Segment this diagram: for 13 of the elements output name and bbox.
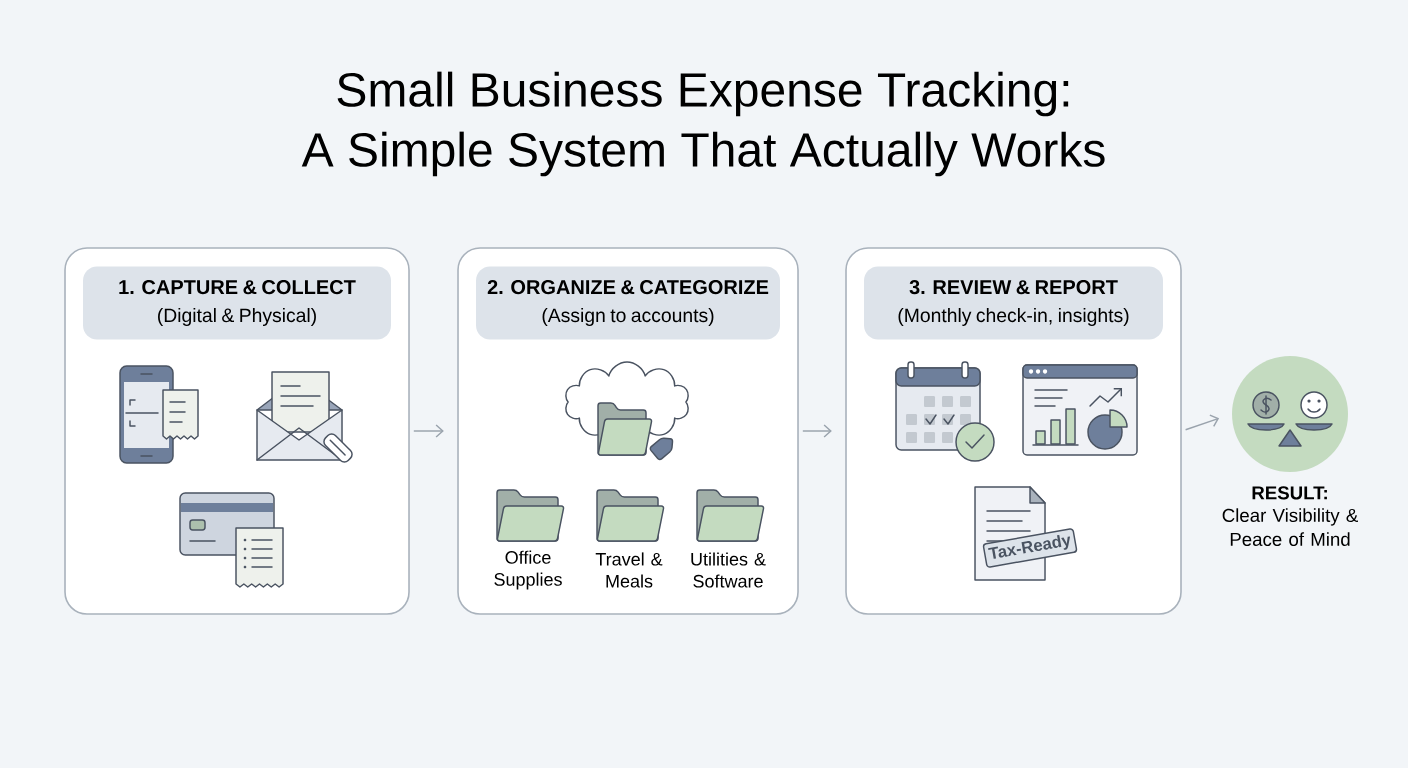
result-heading: RESULT: bbox=[1252, 486, 1327, 500]
arrow bbox=[1184, 414, 1220, 431]
arrow bbox=[413, 424, 444, 438]
step-header: 3. REVIEW & REPORT (Monthly check-in, insights) bbox=[864, 266, 1163, 340]
folder-label: Utilities & Software bbox=[691, 552, 766, 588]
step-header: 2. ORGANIZE & CATEGORIZE (Assign to accounts) bbox=[476, 266, 780, 340]
stamp-label: Tax-Ready bbox=[982, 528, 1078, 568]
title: Small Business Expense Tracking: A Simple System That Actually Works bbox=[301, 71, 1105, 177]
step-header: 1. CAPTURE & COLLECT (Digital & Physical) bbox=[83, 266, 391, 340]
folder-label: Travel & Meals bbox=[595, 552, 663, 588]
folder-label: Office Supplies bbox=[494, 550, 562, 590]
arrow bbox=[802, 424, 832, 438]
result-text: Clear Visibility & Peace of Mind bbox=[1222, 508, 1358, 546]
